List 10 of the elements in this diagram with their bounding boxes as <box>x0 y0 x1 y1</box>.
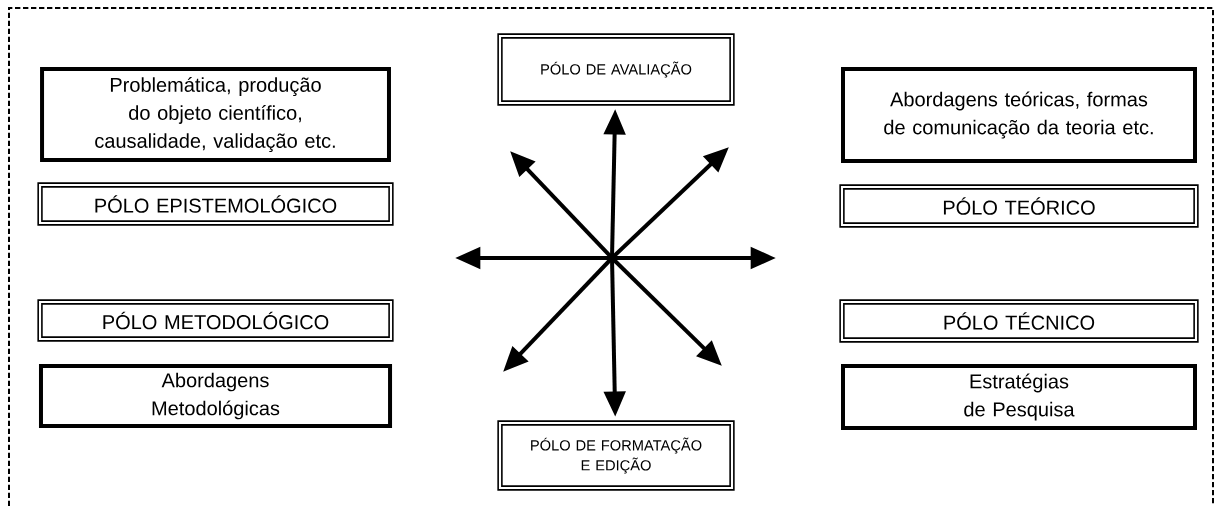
pole-box: PÓLO DE FORMATAÇÃO E EDIÇÃO <box>497 420 735 491</box>
pole-box: PÓLO DE AVALIAÇÃO <box>497 33 735 106</box>
description-box: Estratégias de Pesquisa <box>841 364 1197 430</box>
description-box: Abordagens teóricas, formas de comunicação da teoria etc. <box>841 67 1197 163</box>
description-box: Abordagens Metodológicas <box>39 364 393 428</box>
pole-box: PÓLO TÉCNICO <box>839 299 1199 343</box>
pole-box: PÓLO EPISTEMOLÓGICO <box>37 182 394 226</box>
description-box: Problemática, produção do objeto científico, causalidade, validação etc. <box>40 67 391 162</box>
pole-box: PÓLO METODOLÓGICO <box>37 299 394 342</box>
pole-box: PÓLO TEÓRICO <box>839 184 1199 228</box>
